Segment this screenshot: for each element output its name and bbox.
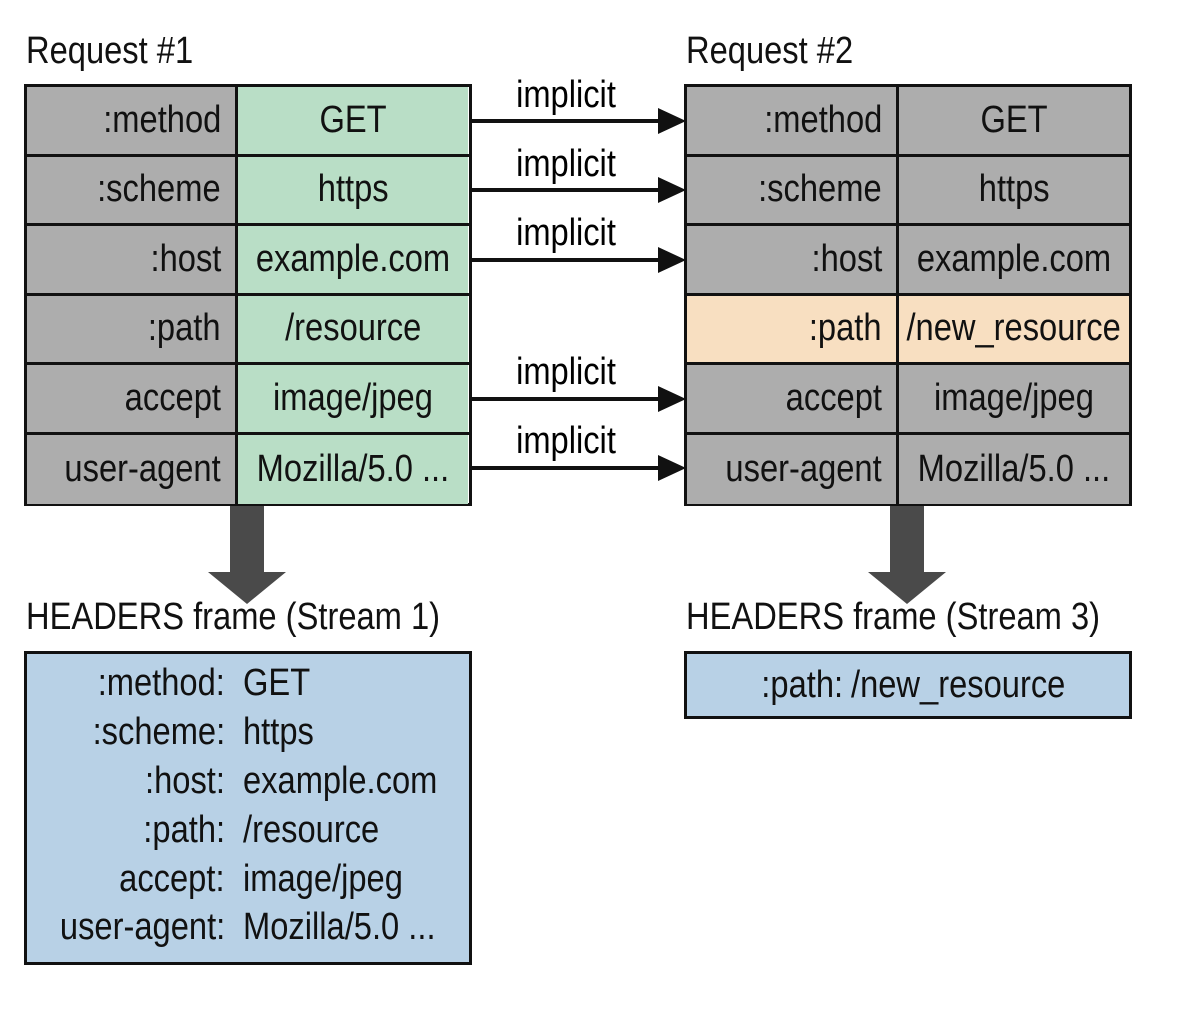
request2-row-accept: accept image/jpeg bbox=[687, 365, 1129, 435]
implicit-label: implicit bbox=[516, 211, 616, 254]
header-value: example.com bbox=[899, 226, 1129, 293]
implicit-arrow-user-agent bbox=[472, 455, 686, 481]
request2-title: Request #2 bbox=[686, 30, 854, 72]
frame-key: accept: bbox=[119, 858, 225, 900]
header-value: image/jpeg bbox=[899, 365, 1129, 432]
frame-key: :scheme: bbox=[92, 711, 225, 753]
frame-value: example.com bbox=[243, 760, 438, 802]
request2-row-path-changed: :path /new_resource bbox=[687, 295, 1129, 365]
implicit-label: implicit bbox=[516, 73, 616, 116]
header-key: accept bbox=[687, 365, 899, 432]
header-key: :path bbox=[687, 295, 899, 362]
request1-row-method: :method GET bbox=[27, 87, 469, 157]
frame-value: Mozilla/5.0 ... bbox=[243, 906, 436, 948]
implicit-label: implicit bbox=[516, 419, 616, 462]
header-key: :scheme bbox=[27, 156, 238, 223]
frame-value: https bbox=[243, 711, 314, 753]
frame1-row: :scheme: https bbox=[27, 713, 473, 753]
frame-key: user-agent: bbox=[59, 906, 225, 948]
header-value: GET bbox=[899, 87, 1129, 154]
frame2-row: :path: /new_resource bbox=[687, 666, 1133, 706]
frame1-row: :host: example.com bbox=[27, 762, 473, 802]
implicit-label: implicit bbox=[516, 350, 616, 393]
header-key: :scheme bbox=[687, 156, 899, 223]
implicit-arrow-scheme bbox=[472, 177, 686, 203]
header-value: /new_resource bbox=[899, 295, 1129, 362]
header-value: https bbox=[238, 156, 468, 223]
request1-row-scheme: :scheme https bbox=[27, 156, 469, 226]
implicit-label: implicit bbox=[516, 142, 616, 185]
header-value: /resource bbox=[238, 295, 468, 362]
down-arrow-1 bbox=[208, 506, 286, 604]
request1-table: :method GET :scheme https :host example.… bbox=[24, 84, 472, 506]
header-value: GET bbox=[238, 87, 468, 154]
header-key: :method bbox=[687, 87, 899, 154]
header-key: :host bbox=[687, 226, 899, 293]
request1-row-accept: accept image/jpeg bbox=[27, 365, 469, 435]
header-key: :host bbox=[27, 226, 238, 293]
header-value: example.com bbox=[238, 226, 468, 293]
request1-row-host: :host example.com bbox=[27, 226, 469, 296]
frame-value: /new_resource bbox=[851, 664, 1066, 706]
request2-row-host: :host example.com bbox=[687, 226, 1129, 296]
headers-frame-stream-1: :method: GET :scheme: https :host: examp… bbox=[24, 651, 472, 965]
frame1-row: user-agent: Mozilla/5.0 ... bbox=[27, 908, 473, 948]
frame1-title: HEADERS frame (Stream 1) bbox=[26, 596, 441, 638]
request2-row-method: :method GET bbox=[687, 87, 1129, 157]
frame-key: :path: bbox=[761, 664, 843, 706]
frame-key: :method: bbox=[97, 662, 225, 704]
down-arrow-2 bbox=[868, 506, 946, 604]
frame-key: :host: bbox=[145, 760, 225, 802]
implicit-arrow-host bbox=[472, 247, 686, 273]
header-value: Mozilla/5.0 ... bbox=[899, 434, 1129, 504]
frame1-row: :path: /resource bbox=[27, 811, 473, 851]
request1-row-path: :path /resource bbox=[27, 295, 469, 365]
frame-value: /resource bbox=[243, 809, 380, 851]
header-key: :method bbox=[27, 87, 238, 154]
request1-row-user-agent: user-agent Mozilla/5.0 ... bbox=[27, 434, 469, 504]
frame1-row: :method: GET bbox=[27, 664, 473, 704]
request1-title: Request #1 bbox=[26, 30, 194, 72]
frame2-title: HEADERS frame (Stream 3) bbox=[686, 596, 1101, 638]
header-value: Mozilla/5.0 ... bbox=[238, 434, 468, 504]
header-value: image/jpeg bbox=[238, 365, 468, 432]
request2-row-user-agent: user-agent Mozilla/5.0 ... bbox=[687, 434, 1129, 504]
headers-frame-stream-3: :path: /new_resource bbox=[684, 651, 1132, 719]
frame1-row: accept: image/jpeg bbox=[27, 860, 473, 900]
header-value: https bbox=[899, 156, 1129, 223]
implicit-arrow-method bbox=[472, 108, 686, 134]
header-key: :path bbox=[27, 295, 238, 362]
frame-key: :path: bbox=[143, 809, 225, 851]
header-key: user-agent bbox=[687, 434, 899, 504]
header-key: user-agent bbox=[27, 434, 238, 504]
header-key: accept bbox=[27, 365, 238, 432]
frame-value: image/jpeg bbox=[243, 858, 403, 900]
request2-row-scheme: :scheme https bbox=[687, 156, 1129, 226]
implicit-arrow-accept bbox=[472, 386, 686, 412]
frame-value: GET bbox=[243, 662, 311, 704]
request2-table: :method GET :scheme https :host example.… bbox=[684, 84, 1132, 506]
